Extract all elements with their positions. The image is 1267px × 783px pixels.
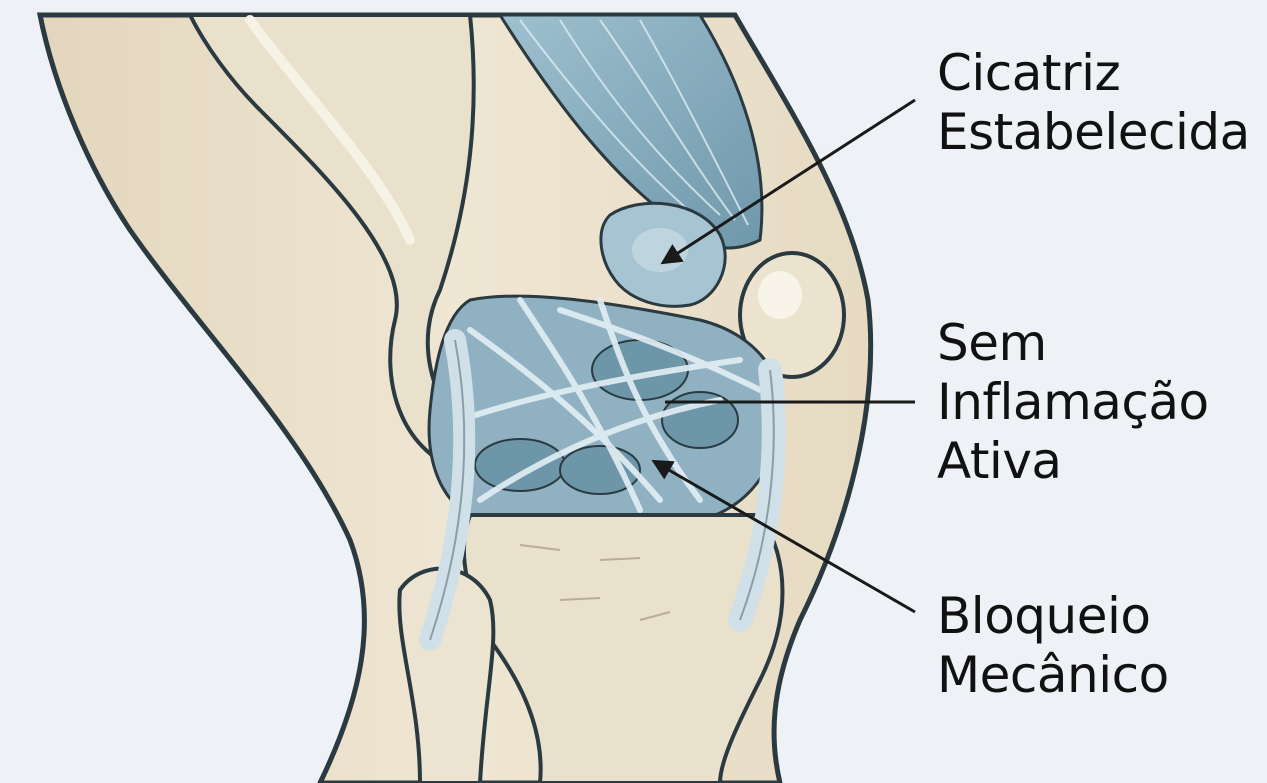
- callout-block-label: Bloqueio Mecânico: [937, 587, 1169, 705]
- callout-inflammation-label: Sem Inflamação Ativa: [937, 314, 1209, 491]
- callout-scar-label: Cicatriz Estabelecida: [937, 44, 1250, 162]
- patella-highlight: [758, 271, 802, 319]
